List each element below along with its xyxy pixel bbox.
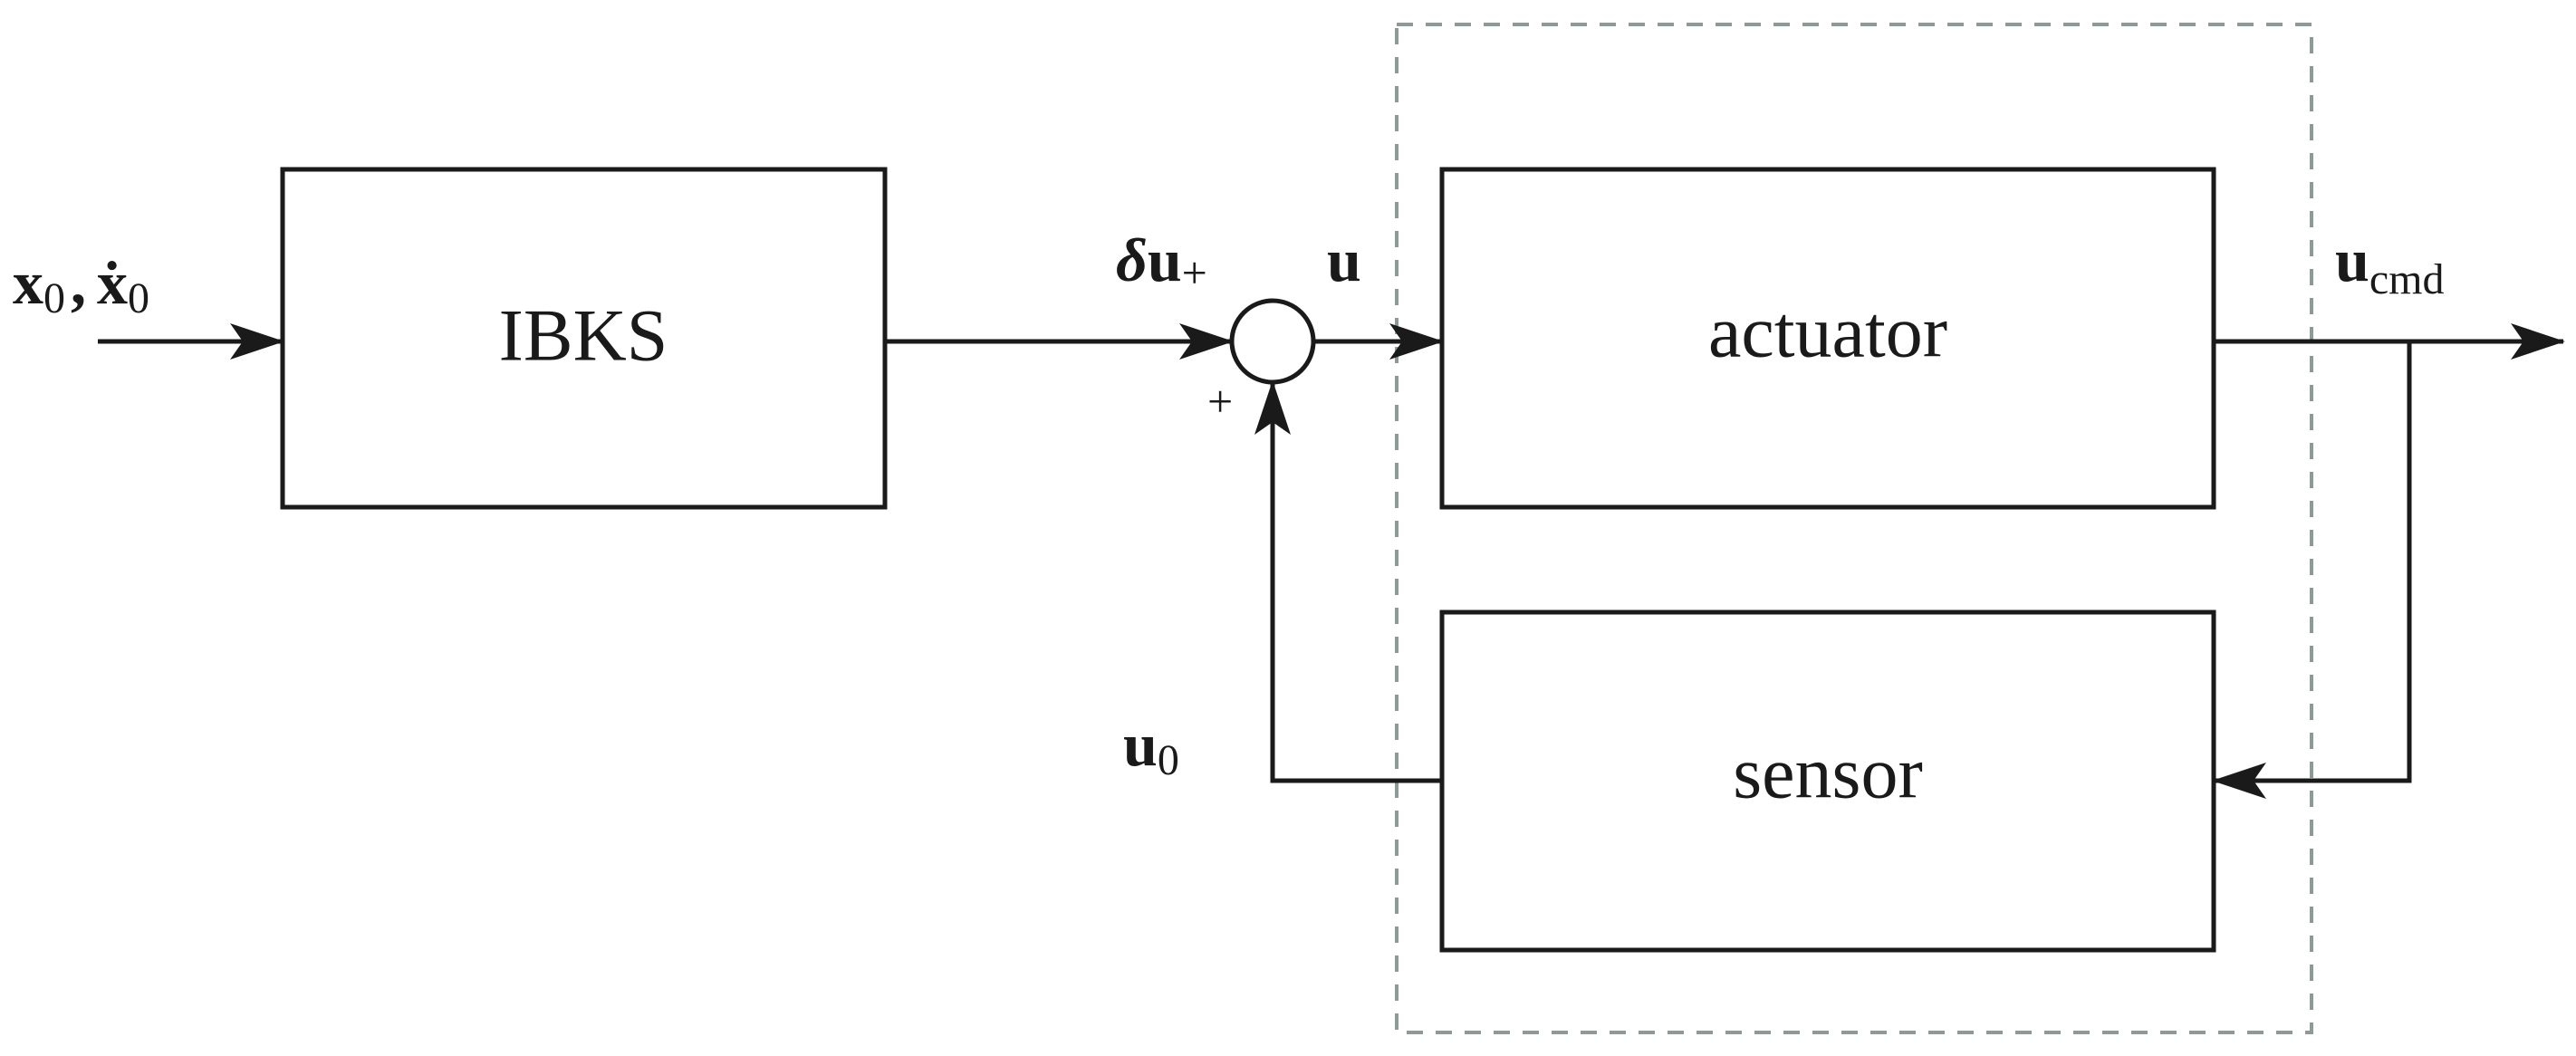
delta-symbol: δ [1116,226,1148,294]
sensor-label: sensor [1733,732,1923,814]
command-signal-label: ucmd [2335,226,2444,303]
delta-u-symbol: u [1148,226,1182,294]
actuator-block [1439,167,2216,510]
measured-u-symbol: u [1123,710,1158,779]
ibks-block [280,167,888,510]
input-xdot-subscript: 0 [128,274,149,322]
actuator-label: actuator [1708,291,1947,373]
measured-subscript: 0 [1158,736,1179,784]
sensor-to-junction-feedback-arrow [1254,380,1442,783]
input-separator: , [71,248,86,317]
input-xdot-symbol: ẋ [97,248,128,317]
control-u-label: u [1327,226,1361,294]
measured-signal-label: u0 [1123,710,1179,784]
command-subscript: cmd [2369,255,2445,303]
input-x-subscript: 0 [43,274,65,322]
actuator-sensor-group-box [1395,23,2313,1034]
delta-u-label: δu+ [1116,226,1207,298]
output-to-sensor-arrow [2212,341,2412,799]
input-x-symbol: x [13,248,43,317]
input-signal-label: x0,ẋ0 [13,248,149,322]
ibks-label: IBKS [499,294,668,377]
summing-junction [1229,298,1316,385]
feedback-plus-sign: + [1207,376,1233,427]
delta-u-plus-sign: + [1182,247,1207,298]
command-u-symbol: u [2335,226,2369,294]
